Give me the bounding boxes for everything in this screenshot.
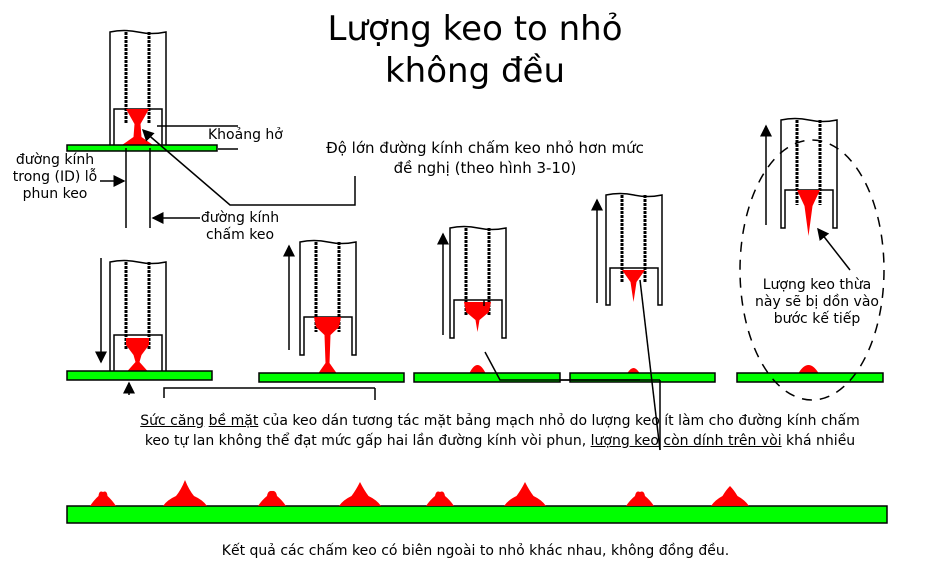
circuit-board — [258, 372, 405, 383]
label-line: phun keo — [22, 186, 88, 202]
title-line-2: không đều — [384, 51, 566, 91]
nozzle-stage-2 — [66, 259, 213, 381]
inner-diameter-label: đường kính trong (ID) lỗ phun keo — [10, 152, 100, 203]
underlined-term: lượng keo — [590, 433, 659, 449]
glue-dot — [90, 491, 116, 506]
glue — [622, 270, 645, 373]
glue — [464, 302, 491, 373]
nozzle-skirt — [605, 267, 663, 306]
explanation-text: Sức căng bề mặt của keo dán tương tác mặ… — [120, 411, 880, 451]
page-title: Lượng keo to nhỏ không đều — [250, 8, 700, 92]
annotation-lines — [95, 124, 885, 451]
underlined-term: Sức căng — [140, 413, 205, 429]
label-line: đường kính — [15, 152, 95, 168]
excess-label: Lượng keo thừa này sẽ bị dồn vào bước kế… — [752, 277, 882, 328]
dot-smaller-label: Độ lớn đường kính chấm keo nhỏ hơn mức đ… — [300, 138, 670, 178]
explanation-line-1: Sức căng bề mặt của keo dán tương tác mặ… — [120, 411, 880, 431]
label-line: đề nghị (theo hình 3-10) — [393, 159, 577, 177]
nozzle-stage-5 — [569, 192, 716, 383]
label-line: Độ lớn đường kính chấm keo nhỏ hơn mức — [326, 139, 644, 157]
nozzle-stage-3 — [258, 239, 405, 383]
circuit-board — [736, 372, 884, 383]
text-span: ít làm cho đường kính chấm — [659, 413, 860, 429]
text-span: khá nhiều — [781, 433, 856, 449]
underlined-term: còn dính trên vòi — [663, 433, 782, 449]
label-line: đường kính — [200, 210, 280, 226]
label-line: này sẽ bị dồn vào — [755, 294, 879, 310]
glue-dot — [339, 482, 381, 506]
label-line: bước kế tiếp — [773, 311, 861, 327]
nozzle-body — [109, 29, 167, 109]
nozzle-body — [605, 192, 663, 268]
nozzle-body — [109, 259, 167, 335]
circuit-board — [569, 372, 716, 383]
glue-dot — [626, 491, 654, 506]
nozzle-skirt — [449, 299, 507, 339]
label-line: Lượng keo thừa — [762, 277, 872, 293]
glue-dot — [711, 486, 749, 506]
title-line-1: Lượng keo to nhỏ — [327, 9, 623, 49]
circuit-board — [66, 370, 213, 381]
glue — [314, 317, 341, 373]
text-span: keo tự lan không thể đạt mức gấp hai lần… — [144, 433, 591, 449]
glue-dot — [426, 491, 454, 506]
label-line: trong (ID) lỗ — [12, 169, 98, 185]
glue — [126, 338, 149, 371]
underlined-term: bề mặt — [208, 413, 259, 429]
glue — [797, 190, 820, 373]
circuit-board — [413, 372, 561, 383]
nozzle-stage-6 — [736, 117, 884, 383]
glue-dot — [163, 480, 207, 506]
nozzle-stage-4 — [413, 225, 561, 383]
circuit-board — [66, 144, 218, 152]
result-caption: Kết quả các chấm keo có biên ngoài to nh… — [221, 543, 730, 559]
glue-dot — [258, 490, 286, 506]
text-span: của keo dán tương tác mặt bảng mạch nhỏ … — [258, 413, 660, 429]
nozzle-body — [449, 225, 507, 300]
glue — [122, 109, 153, 145]
glue-dot — [504, 482, 546, 506]
bottom-board — [66, 505, 888, 524]
nozzle-body — [780, 117, 838, 190]
label-line: chấm keo — [205, 227, 275, 243]
nozzle-stage-1 — [66, 29, 218, 152]
nozzle-body — [299, 239, 357, 317]
gap-label: Khoảng hở — [208, 127, 283, 143]
dot-diameter-label: đường kính chấm keo — [200, 210, 280, 244]
explanation-line-2: keo tự lan không thể đạt mức gấp hai lần… — [120, 431, 880, 451]
